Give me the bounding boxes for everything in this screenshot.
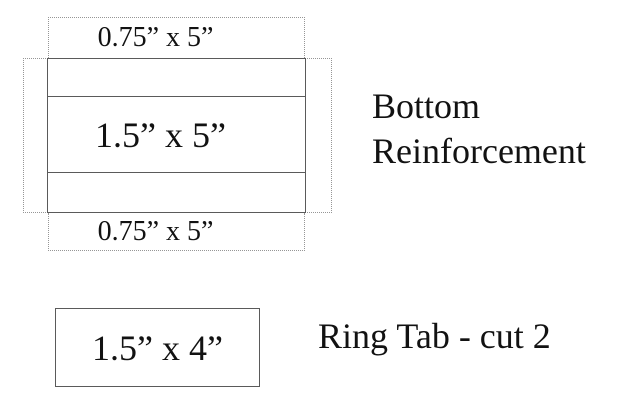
center-dimension-label: 1.5” x 5” <box>95 114 226 155</box>
bottom-reinforcement-caption: Bottom Reinforcement <box>372 86 586 171</box>
center-area: 1.5” x 5” <box>48 96 305 173</box>
ring-tab-caption: Ring Tab - cut 2 <box>318 316 551 356</box>
center-panel-outline: 1.5” x 5” <box>47 58 306 213</box>
bottom-fold-flap-outline: 0.75” x 5” <box>48 213 305 251</box>
ring-tab-piece-outline: 1.5” x 4” <box>55 308 260 387</box>
ring-tab-dimension-label: 1.5” x 4” <box>92 327 223 368</box>
top-flap-dimension-label: 0.75” x 5” <box>97 22 214 53</box>
bottom-flap-dimension-label: 0.75” x 5” <box>97 215 214 247</box>
top-fold-flap-outline: 0.75” x 5” <box>48 17 305 58</box>
